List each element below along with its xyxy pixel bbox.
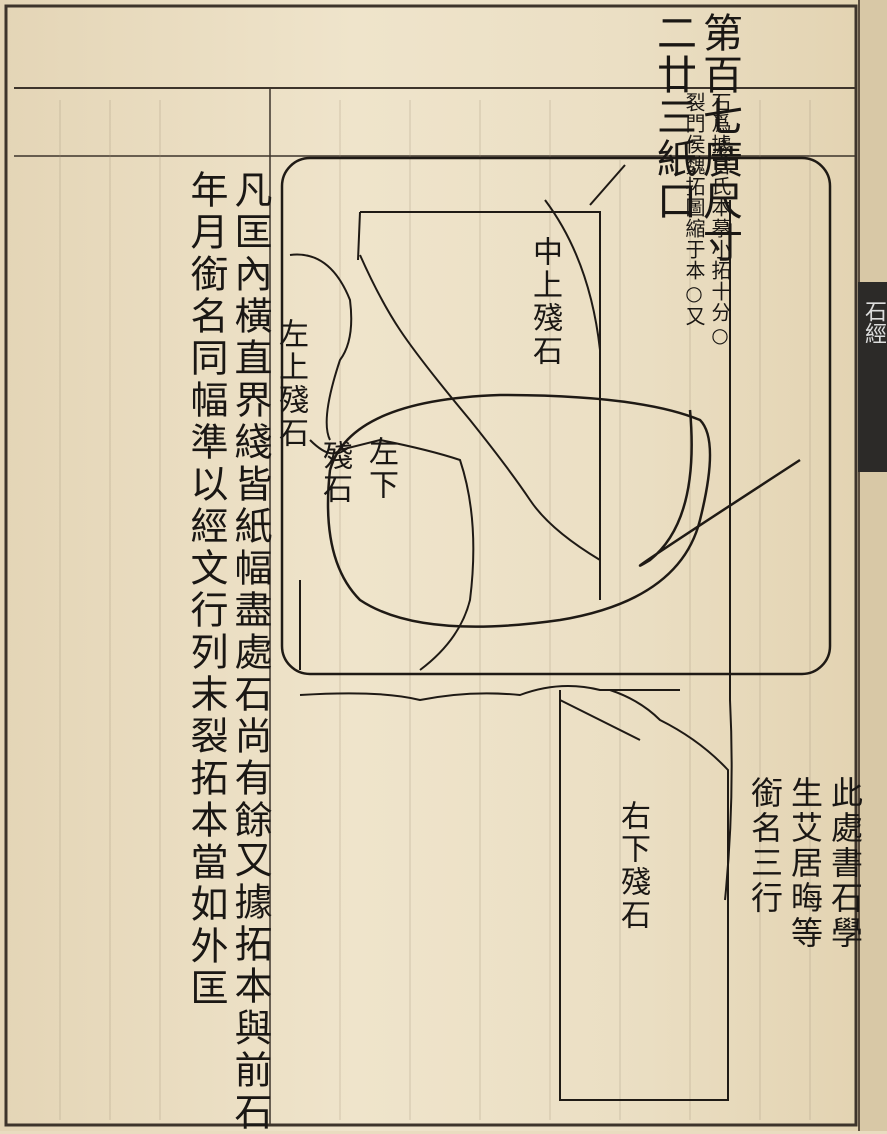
page-edge-tab-label: 石經: [861, 300, 886, 344]
page-border: [4, 4, 858, 1127]
label-lower-left-fragment-a: 左下: [363, 436, 398, 502]
label-upper-middle-fragment: 中上殘石: [527, 236, 562, 368]
header-note-2: 裂門侯魏拓圖縮于本○又: [682, 92, 706, 327]
page-edge-tab: [858, 282, 887, 472]
title-column-1: 第百七廣尺寸: [696, 12, 742, 264]
label-lower-right-fragment: 右下殘石: [615, 800, 650, 932]
side-note-column-2: 生艾居晦等: [786, 776, 824, 951]
body-text-column-1: 凡匡內橫直界綫皆紙幅盡處石尚有餘: [228, 170, 272, 842]
lower-left-fragment: [309, 438, 475, 671]
upper-left-fragment: [289, 253, 353, 441]
outer-frame: [280, 156, 832, 676]
header-note-1: 石爲據官氏本摹小拓十分○: [708, 92, 732, 348]
next-page-edge: [858, 0, 887, 1131]
title-column-2: 二廿三紙口: [650, 12, 696, 222]
side-note-column-3: 銜名三行: [746, 776, 784, 916]
crack-line: [359, 254, 601, 561]
lower-right-fragment: [559, 689, 729, 1101]
body-text-column-2: 年月銜名同幅準以經文行列末裂拓本當如外匡: [184, 170, 228, 1010]
background-grid: [59, 100, 811, 1120]
oval-outline: [326, 393, 712, 628]
label-upper-left-fragment: 左上殘石: [273, 318, 308, 450]
upper-middle-fragment: [357, 211, 601, 600]
lower-band: [299, 685, 680, 702]
body-text-column-1-tail: 又據拓本與前石: [228, 840, 272, 1134]
label-lower-left-fragment-b: 殘石: [317, 440, 352, 506]
side-note-column-1: 此處書石學: [826, 776, 864, 951]
